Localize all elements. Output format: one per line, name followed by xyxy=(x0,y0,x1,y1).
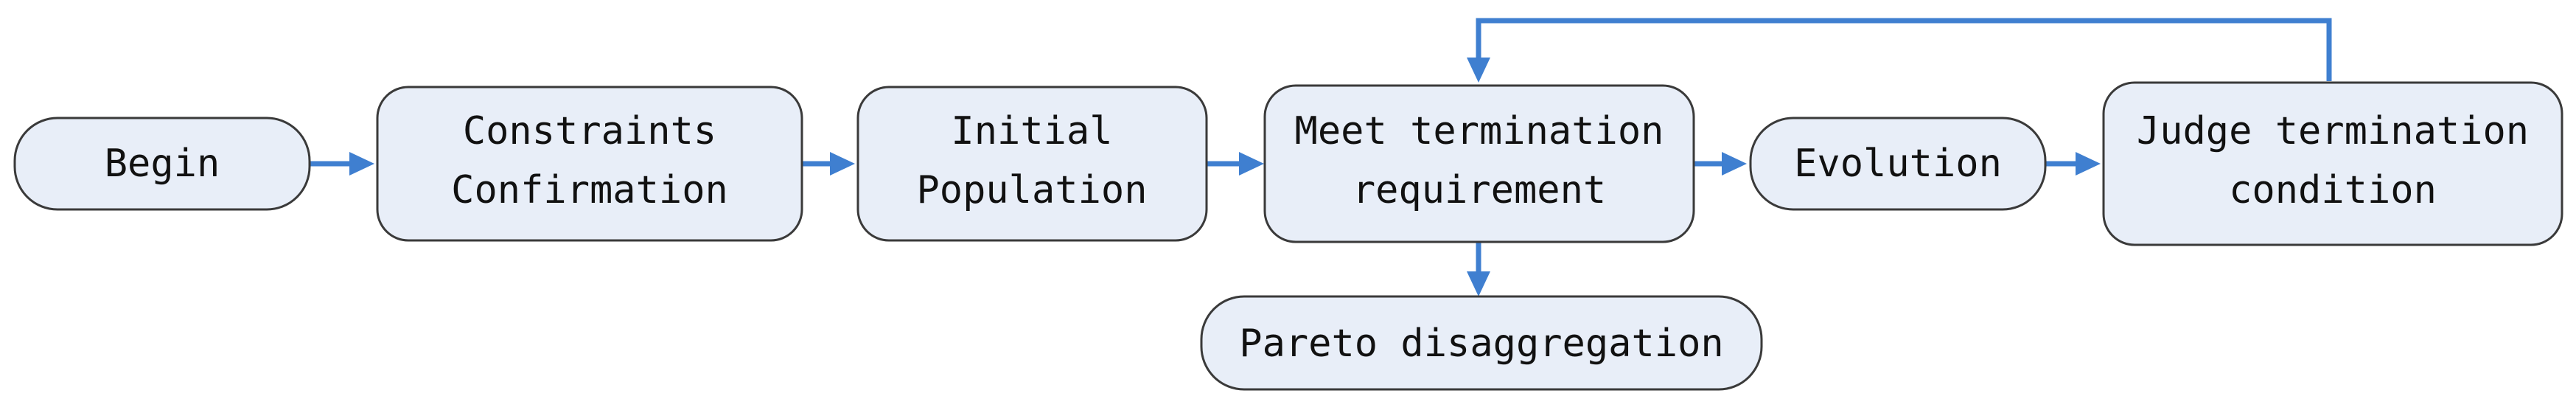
edge-meet-to-pareto xyxy=(1467,242,1490,296)
node-judge-termination-condition: Judge termination condition xyxy=(2102,81,2563,246)
edge-judge-loop-to-meet xyxy=(1467,18,2332,83)
node-begin: Begin xyxy=(13,117,311,211)
node-evolution-label: Evolution xyxy=(1794,142,2002,186)
edge-meet-to-evolution xyxy=(1694,152,1747,176)
edge-begin-to-constraints xyxy=(310,152,374,176)
edge-constraints-to-initial xyxy=(802,152,855,176)
edge-initial-to-meet xyxy=(1207,152,1264,176)
node-evolution: Evolution xyxy=(1749,117,2047,211)
node-meet-termination-requirement: Meet termination requirement xyxy=(1263,84,1695,243)
node-judge-label-line2: condition xyxy=(2229,168,2437,212)
node-meet-label-line2: requirement xyxy=(1352,168,1606,212)
node-pareto-disaggregation: Pareto disaggregation xyxy=(1200,295,1763,391)
node-initial-label-line2: Population xyxy=(916,168,1147,212)
edge-evolution-to-judge xyxy=(2045,152,2101,176)
node-constraints-label-line1: Constraints xyxy=(463,109,716,153)
node-constraints-confirmation: Constraints Confirmation xyxy=(376,86,803,242)
node-meet-label-line1: Meet termination xyxy=(1295,109,1664,153)
node-initial-label-line1: Initial xyxy=(951,109,1112,153)
node-pareto-label: Pareto disaggregation xyxy=(1239,322,1723,366)
node-initial-population: Initial Population xyxy=(856,86,1208,242)
node-begin-label: Begin xyxy=(105,142,220,186)
node-constraints-label-line2: Confirmation xyxy=(451,168,728,212)
node-judge-label-line1: Judge termination xyxy=(2137,109,2529,153)
